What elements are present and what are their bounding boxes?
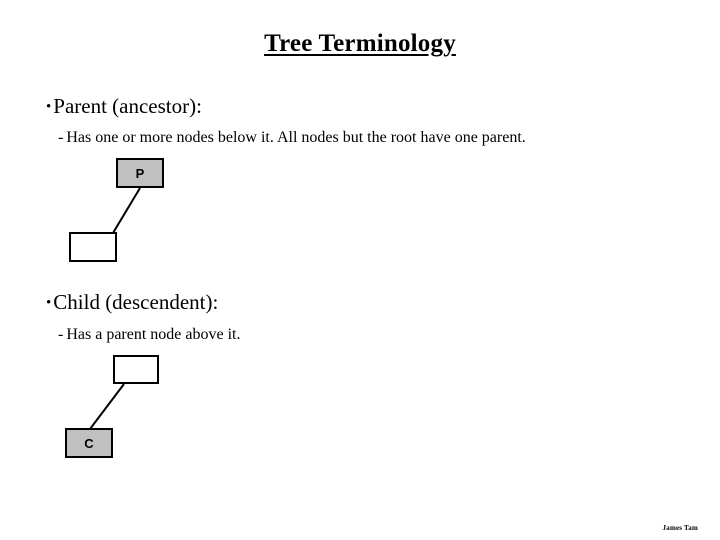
connector-parent-to-child <box>112 187 141 234</box>
tree-node-child-c-label: C <box>84 435 94 451</box>
subbullet-parent: -Has one or more nodes below it. All nod… <box>58 129 526 147</box>
tree-node-child-c: C <box>65 428 113 458</box>
subbullet-dash-icon: - <box>58 326 64 343</box>
subbullet-child-label: Has a parent node above it. <box>66 326 241 343</box>
connector-parent-to-c <box>89 383 125 430</box>
footer-credit: James Tam <box>662 524 698 532</box>
tree-node-parent-p: P <box>116 158 164 188</box>
bullet-child: •Child (descendent): <box>46 290 218 314</box>
subbullet-parent-label: Has one or more nodes below it. All node… <box>66 129 526 146</box>
bullet-child-label: Child (descendent): <box>53 290 219 314</box>
bullet-dot-icon: • <box>46 295 52 311</box>
page-title-text: Tree Terminology <box>264 30 456 57</box>
subbullet-child: -Has a parent node above it. <box>58 326 240 344</box>
tree-node-parent-p-label: P <box>135 165 145 181</box>
bullet-dot-icon: • <box>46 99 52 115</box>
tree-node-parent-child-empty <box>69 232 117 262</box>
page-title: Tree Terminology <box>0 30 720 58</box>
tree-node-child-parent-empty <box>113 355 159 384</box>
bullet-parent: •Parent (ancestor): <box>46 94 202 118</box>
bullet-parent-label: Parent (ancestor): <box>53 94 202 118</box>
subbullet-dash-icon: - <box>58 129 64 146</box>
